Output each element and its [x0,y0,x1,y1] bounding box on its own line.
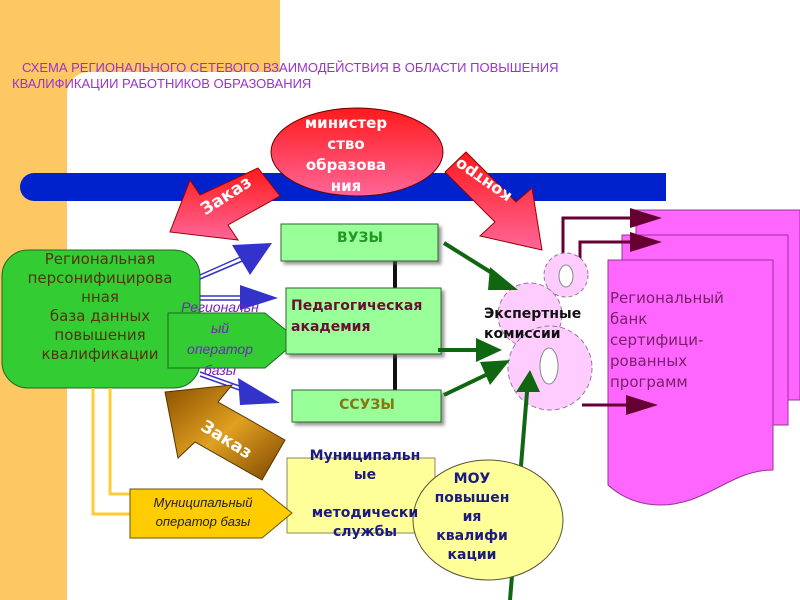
arrowhead-academy-expert-icon [476,338,502,362]
expert-commissions-label: Экспертные комиссии [484,306,582,342]
slide-title: СХЕМА РЕГИОНАЛЬНОГО СЕТЕВОГО ВЗАИМОДЕЙСТ… [12,60,712,92]
connector-middle [578,240,640,265]
title-line-2: КВАЛИФИКАЦИИ РАБОТНИКОВ ОБРАЗОВАНИЯ [12,76,312,91]
ped-academy-box [285,287,442,355]
ssuz-label: ССУЗЫ [339,397,395,413]
ped-academy-label: Педагогическая академия [291,298,423,335]
db-to-institutions-arrows [199,254,248,393]
title-line-1: СХЕМА РЕГИОНАЛЬНОГО СЕТЕВОГО ВЗАИМОДЕЙСТ… [22,60,559,75]
regional-operator-shape [167,312,299,369]
regional-operator-label: Региональн ый оператор базы [181,299,259,378]
municipal-operator-shape [129,488,293,539]
ssuz-box [291,389,442,423]
ministry-label: министер ство образова ния [304,114,388,195]
vuz-box [280,223,439,262]
arrowhead-to-ssuz-icon [238,378,280,405]
municipal-services-label: Муниципальн ые методически службы [309,448,421,540]
arrowhead-vuz-expert-icon [488,267,518,290]
mou-ellipse [412,459,564,581]
arrowhead-bank-top-icon [630,208,662,228]
regional-db-to-municipal-connectors [91,388,132,516]
regional-bank-label: Региональный банк сертифици- рованных пр… [610,289,724,391]
bank-doc-front [607,259,774,506]
municipal-operator-label: Муниципальный оператор базы [153,495,253,529]
regional-bank-documents [607,209,800,506]
arrowhead-mou-expert-icon [516,370,540,392]
regional-db-label: Региональная персонифицирова нная база д… [27,250,173,363]
order-arrow-bottom-icon [164,384,286,481]
mou-label: МОУ повышен ия квалифи кации [434,471,510,563]
control-arrow-icon [444,151,543,251]
arrowhead-ssuz-expert-icon [480,360,510,385]
arrowhead-bank-middle-icon [630,232,662,252]
connector-top [561,216,640,262]
arrowhead-to-academy-icon [240,285,278,310]
ministry-ellipse [270,107,444,197]
expert-gears [497,252,593,411]
vuz-label: ВУЗЫ [337,230,383,246]
arrowhead-to-vuz-icon [232,243,272,275]
arrowhead-bank-bottom-icon [626,395,658,415]
order-arrow-top-icon [169,167,281,241]
